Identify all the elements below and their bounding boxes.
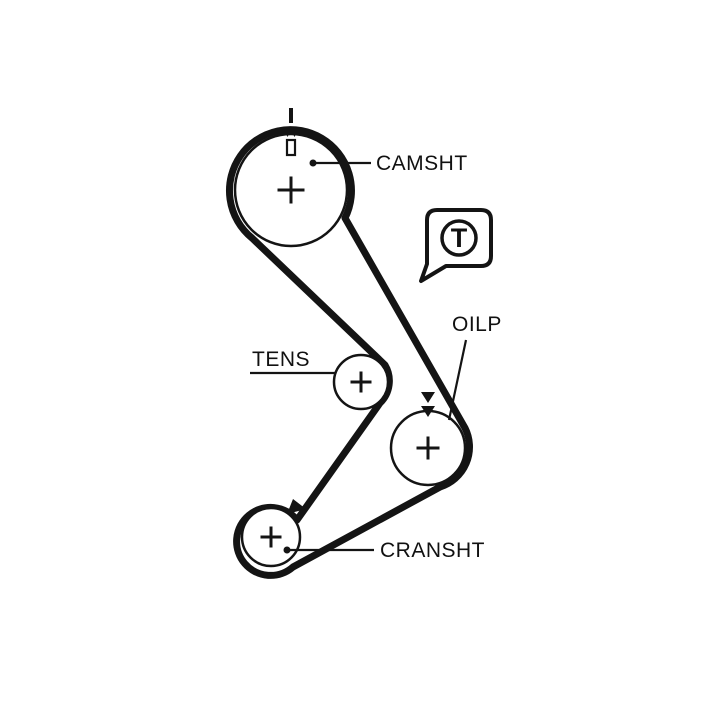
oil-pump-leader-line <box>447 339 468 421</box>
camshaft-label: CAMSHT <box>376 152 468 175</box>
tensioner-label: TENS <box>252 348 310 371</box>
oil-pump-label: OILP <box>452 313 502 336</box>
crankshaft-arrow-mark <box>287 499 306 514</box>
tensioner-center-cross <box>350 371 372 393</box>
badge-t-circle <box>440 219 478 257</box>
badge-t-letter: T <box>451 223 468 253</box>
crankshaft-label: CRANSHT <box>380 539 485 562</box>
oil-pump-center-cross <box>416 436 440 460</box>
crankshaft-center-cross <box>260 526 282 548</box>
camshaft-center-cross <box>277 176 305 204</box>
tensioner-badge: T <box>419 208 493 283</box>
camshaft-arrow-marks <box>284 130 298 137</box>
camshaft-slot-mark <box>285 138 297 157</box>
oil-pump-arrow-marks <box>421 392 435 417</box>
